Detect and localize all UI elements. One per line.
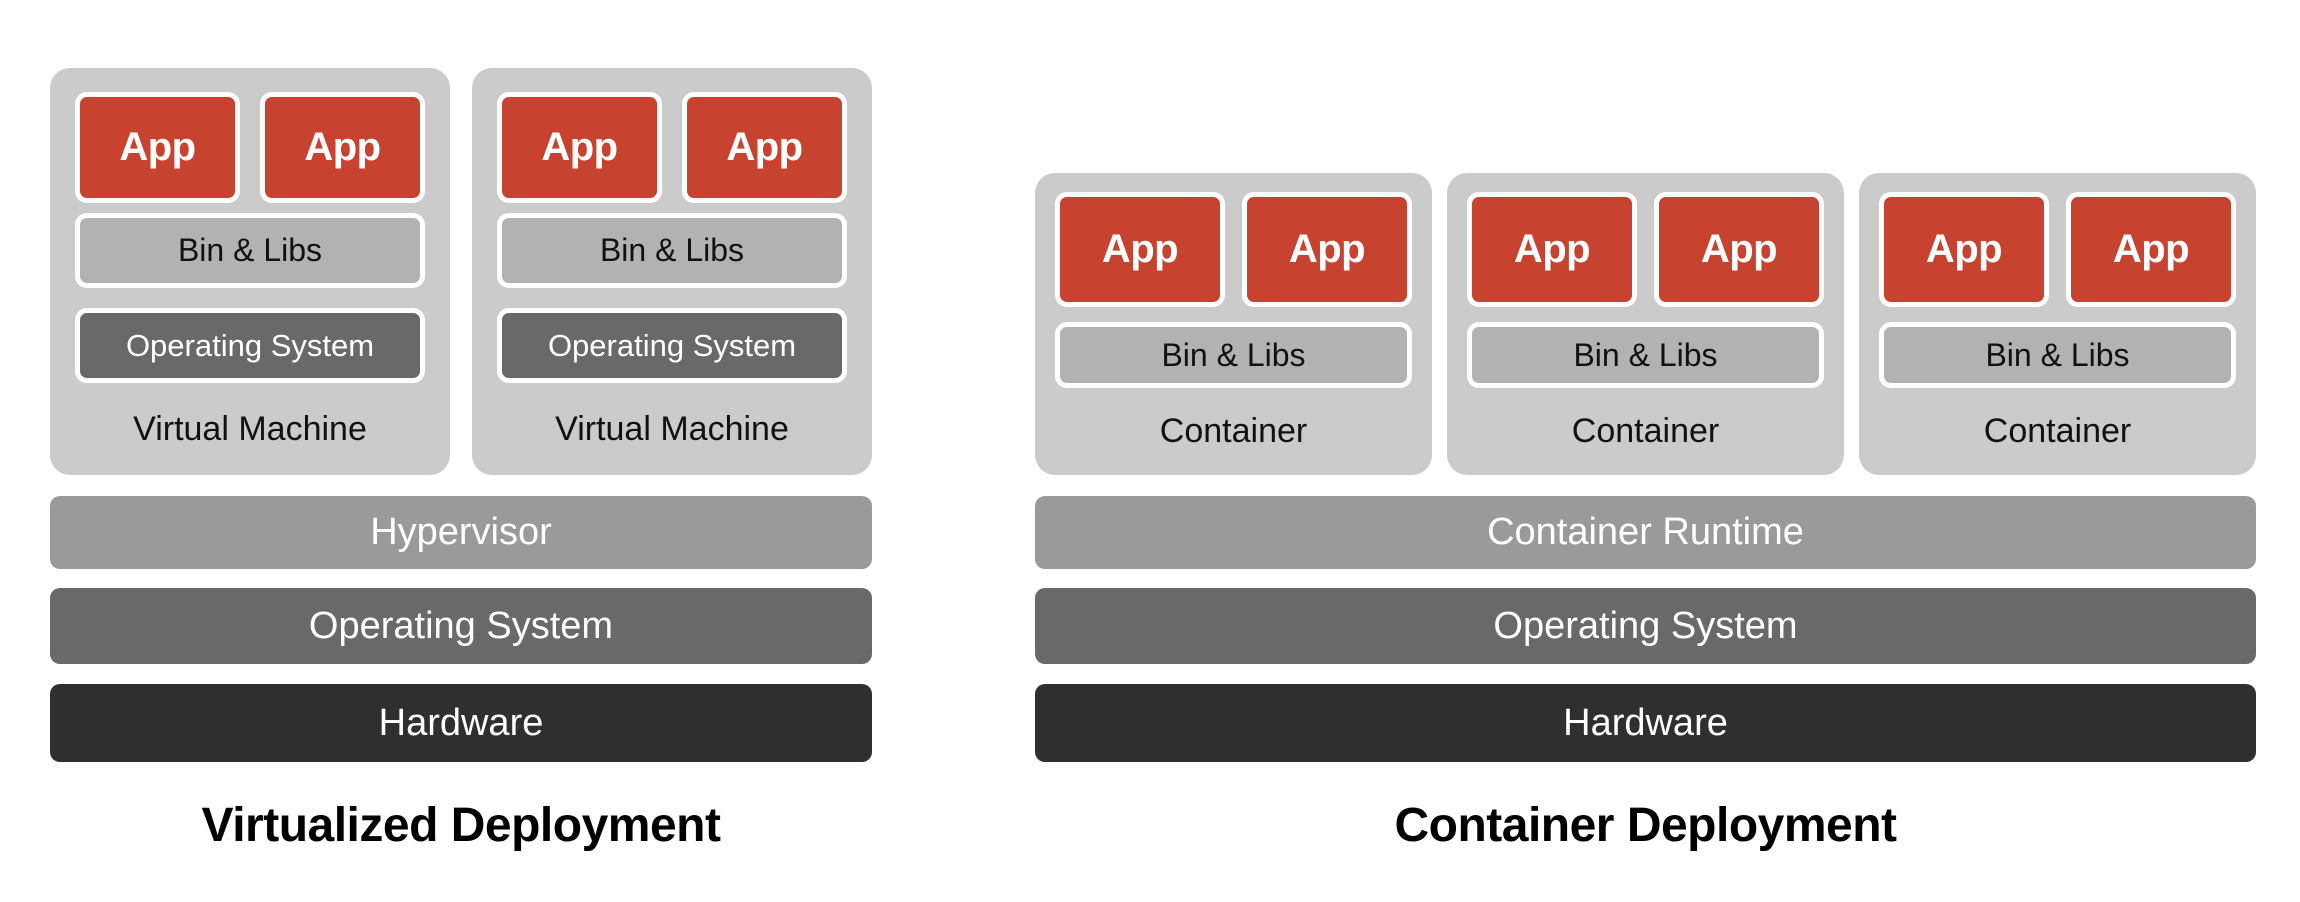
container-box-2: App App Bin & Libs Container bbox=[1447, 173, 1844, 475]
app-label: App bbox=[119, 125, 196, 169]
app-box: App bbox=[1879, 192, 2049, 307]
app-box: App bbox=[1242, 192, 1412, 307]
container-row: App App Bin & Libs Container App App bbox=[1035, 173, 2256, 475]
vm-label: Virtual Machine bbox=[555, 409, 789, 448]
container-box-3: App App Bin & Libs Container bbox=[1859, 173, 2256, 475]
container-label: Container bbox=[1159, 412, 1308, 450]
app-box: App bbox=[2066, 192, 2236, 307]
virtual-machine-box-2: App App Bin & Libs Operating System Virt… bbox=[472, 68, 872, 475]
vm-label: Virtual Machine bbox=[133, 409, 367, 448]
container3-apps-row: App App bbox=[1879, 192, 2236, 307]
app-label: App bbox=[1925, 227, 2003, 271]
virtualized-deployment-title: Virtualized Deployment bbox=[201, 799, 721, 852]
bin-libs-box: Bin & Libs bbox=[1467, 322, 1824, 388]
app-label: App bbox=[1101, 227, 1179, 271]
app-box: App bbox=[1055, 192, 1225, 307]
vm-row: App App Bin & Libs Operating System Virt… bbox=[50, 68, 872, 475]
app-label: App bbox=[1700, 227, 1778, 271]
container-label: Container bbox=[1983, 412, 2132, 450]
app-label: App bbox=[304, 125, 381, 169]
guest-os-box: Operating System bbox=[497, 308, 847, 383]
virtual-machine-box-1: App App Bin & Libs Operating System Virt… bbox=[50, 68, 450, 475]
app-label: App bbox=[2112, 227, 2190, 271]
vm2-apps-row: App App bbox=[497, 92, 847, 203]
app-label: App bbox=[726, 125, 803, 169]
bin-libs-box: Bin & Libs bbox=[75, 213, 425, 288]
app-box: App bbox=[75, 92, 240, 203]
host-os-layer: Operating System bbox=[50, 588, 872, 664]
container-runtime-layer: Container Runtime bbox=[1035, 496, 2256, 569]
app-box: App bbox=[682, 92, 847, 203]
container2-apps-row: App App bbox=[1467, 192, 1824, 307]
vm1-apps-row: App App bbox=[75, 92, 425, 203]
app-label: App bbox=[1288, 227, 1366, 271]
hardware-layer: Hardware bbox=[50, 684, 872, 762]
hardware-layer: Hardware bbox=[1035, 684, 2256, 762]
app-box: App bbox=[260, 92, 425, 203]
app-box: App bbox=[497, 92, 662, 203]
container-deployment-title: Container Deployment bbox=[1394, 799, 1897, 852]
bin-libs-box: Bin & Libs bbox=[1879, 322, 2236, 388]
app-box: App bbox=[1467, 192, 1637, 307]
guest-os-box: Operating System bbox=[75, 308, 425, 383]
virtualized-deployment-section: App App Bin & Libs Operating System Virt… bbox=[50, 68, 872, 853]
container-box-1: App App Bin & Libs Container bbox=[1035, 173, 1432, 475]
hypervisor-layer: Hypervisor bbox=[50, 496, 872, 569]
app-label: App bbox=[541, 125, 618, 169]
host-os-layer: Operating System bbox=[1035, 588, 2256, 664]
app-label: App bbox=[1513, 227, 1591, 271]
container-deployment-section: App App Bin & Libs Container App App bbox=[1035, 173, 2256, 853]
app-box: App bbox=[1654, 192, 1824, 307]
container-label: Container bbox=[1571, 412, 1720, 450]
bin-libs-box: Bin & Libs bbox=[497, 213, 847, 288]
container1-apps-row: App App bbox=[1055, 192, 1412, 307]
bin-libs-box: Bin & Libs bbox=[1055, 322, 1412, 388]
